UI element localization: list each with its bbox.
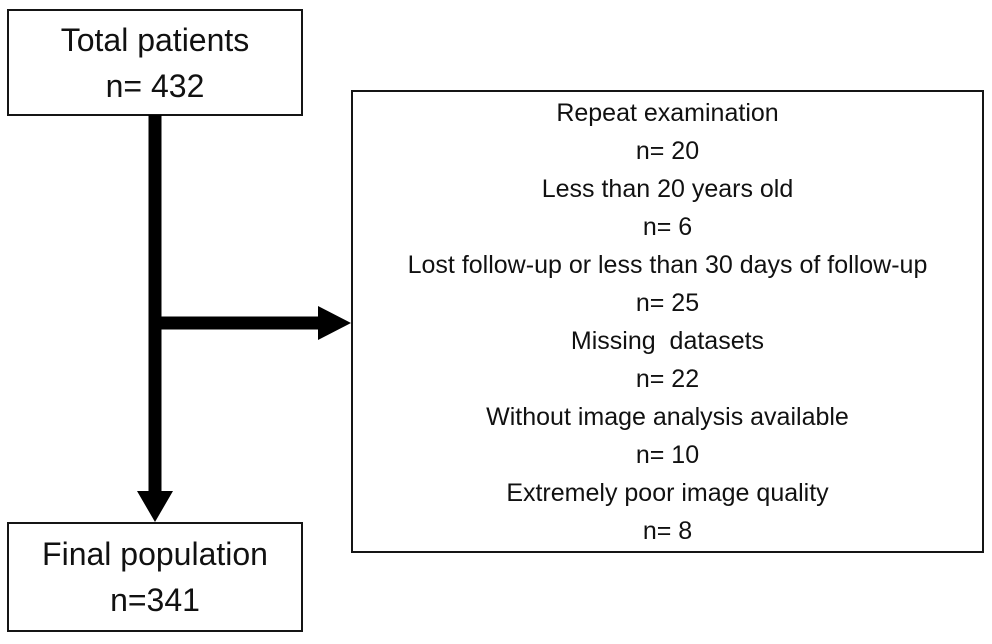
exclusion-count: n= 8 [642,516,693,545]
exclusion-count: n= 25 [635,288,700,317]
exclusion-label: Lost follow-up or less than 30 days of f… [407,250,928,279]
exclusion-label: Without image analysis available [486,402,849,431]
final-population-label: Final population [42,536,268,572]
exclusion-label: Missing datasets [570,326,765,355]
exclusion-count: n= 6 [642,212,693,241]
total-patients-count: n= 432 [105,67,205,104]
right-arrowhead-icon [318,306,351,340]
exclusion-label: Less than 20 years old [541,174,794,203]
final-population-box: Final population n=341 [7,522,303,632]
exclusions-box: Repeat examination n= 20 Less than 20 ye… [351,90,984,553]
exclusion-label: Extremely poor image quality [506,478,829,507]
down-arrowhead-icon [137,491,173,522]
exclusion-label: Repeat examination [556,98,779,127]
exclusion-count: n= 20 [635,136,700,165]
exclusion-count: n= 22 [635,364,700,393]
final-population-count: n=341 [110,582,200,618]
exclusion-count: n= 10 [635,440,700,469]
total-patients-label: Total patients [60,21,250,58]
total-patients-box: Total patients n= 432 [7,9,303,116]
